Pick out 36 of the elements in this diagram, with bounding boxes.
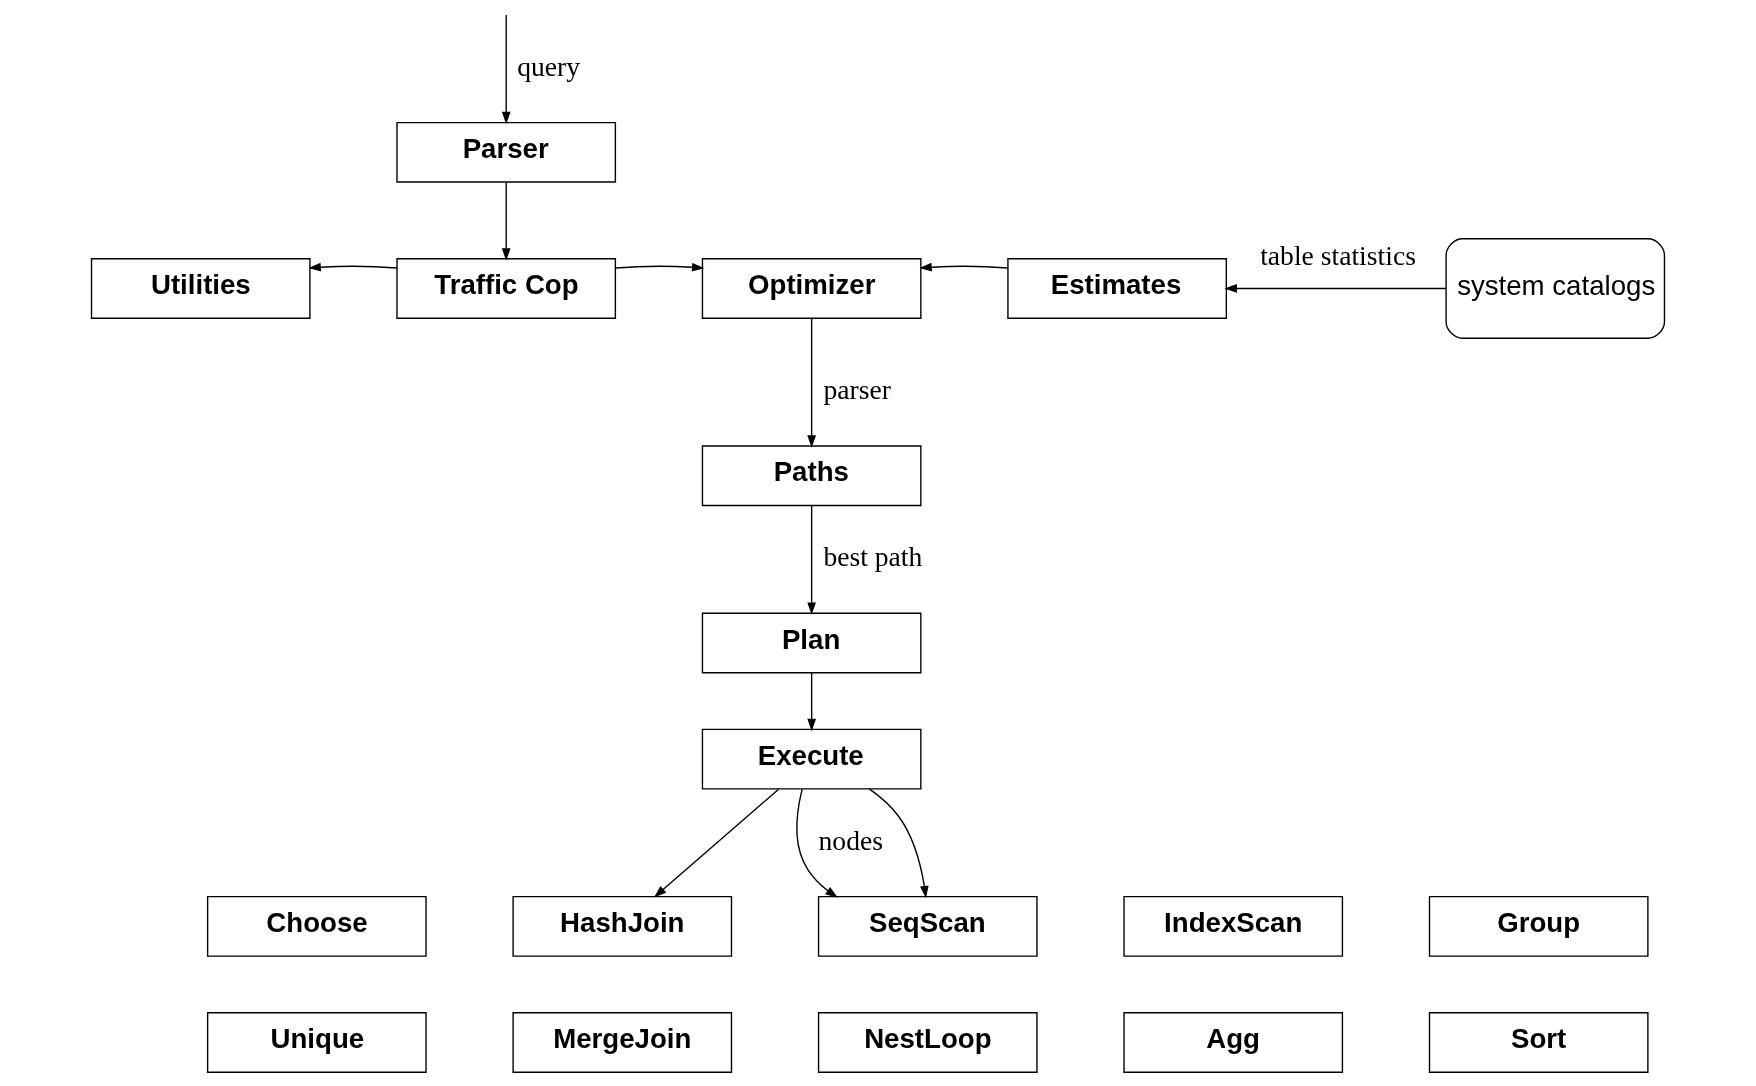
arrow (1224, 284, 1447, 293)
node-box: Unique (206, 1012, 427, 1073)
arrow (796, 788, 838, 898)
edge-label: nodes (818, 824, 884, 856)
node-box: MergeJoin (512, 1012, 733, 1073)
node-box: system catalogs (1445, 238, 1666, 339)
edge-label: parser (823, 374, 891, 406)
node-box: Parser (396, 121, 617, 183)
node-box: Optimizer (701, 258, 922, 319)
arrow (807, 505, 816, 615)
node-box: NestLoop (817, 1012, 1038, 1073)
arrow (807, 672, 816, 732)
node-box: Agg (1123, 1012, 1344, 1073)
edge-label: query (517, 50, 581, 82)
arrow (653, 788, 780, 898)
node-box: Plan (701, 612, 922, 674)
node-box: Utilities (90, 258, 311, 319)
arrow (615, 262, 705, 272)
edge-label: table statistics (1260, 239, 1416, 271)
arrow (308, 262, 398, 272)
arrow (868, 788, 929, 899)
arrow (501, 14, 511, 125)
node-box: Estimates (1007, 258, 1227, 319)
node-box: Choose (206, 895, 427, 957)
node-box: Paths (701, 445, 922, 507)
node-box: SeqScan (817, 895, 1038, 957)
arrow (919, 262, 1009, 272)
node-box: Group (1428, 895, 1649, 957)
node-box: Execute (701, 728, 922, 790)
edge-label: best path (823, 541, 923, 573)
node-box: HashJoin (512, 895, 733, 957)
arrow (807, 317, 816, 448)
arrow (501, 181, 511, 261)
node-box: Traffic Cop (396, 258, 617, 319)
node-box: Sort (1428, 1012, 1649, 1073)
node-box: IndexScan (1123, 895, 1344, 957)
